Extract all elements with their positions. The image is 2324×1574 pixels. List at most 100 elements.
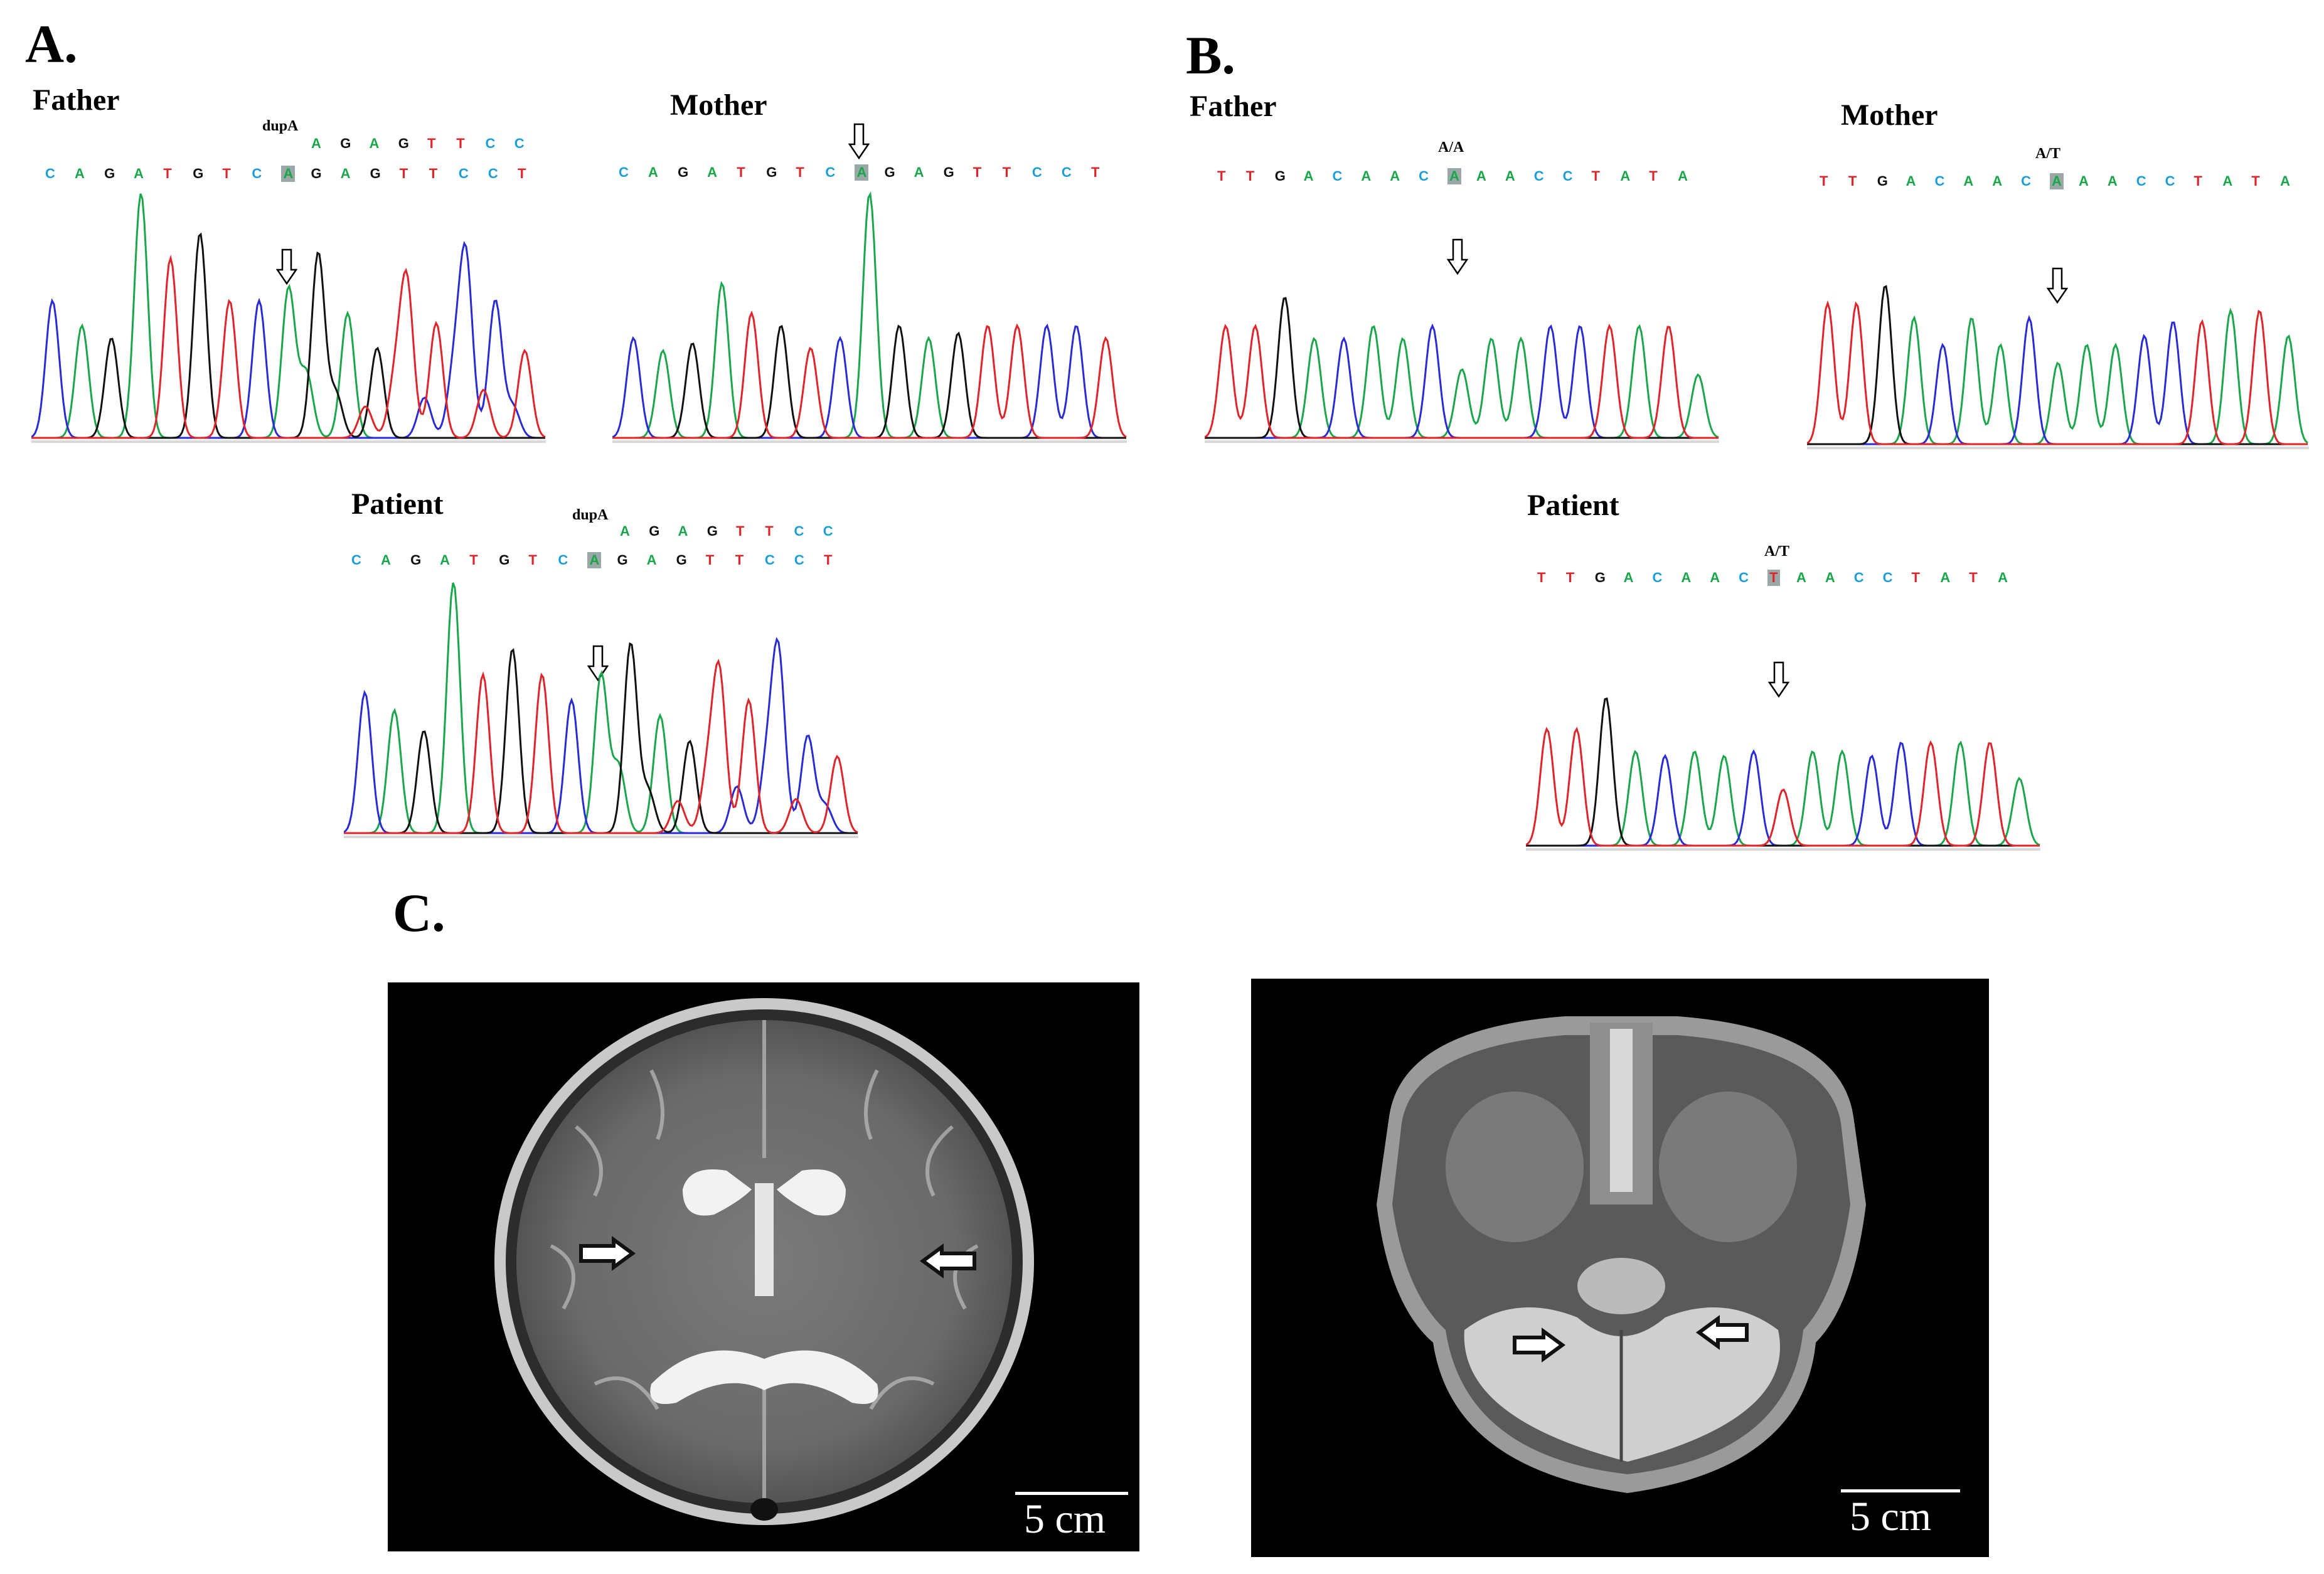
base-call: G	[706, 523, 718, 539]
b-patient-chromatogram	[1526, 697, 2040, 851]
base-call: G	[340, 136, 351, 151]
base-call: C	[2136, 173, 2146, 189]
base-call: A	[1796, 570, 1806, 585]
base-call: A	[1710, 570, 1720, 585]
base-call: A	[1906, 173, 1916, 189]
base-call: C	[458, 166, 469, 181]
base-call: A	[620, 523, 630, 539]
base-call: A	[678, 523, 688, 539]
base-call: C	[1562, 168, 1573, 184]
base-call: A	[281, 166, 296, 182]
trace-g	[612, 324, 1126, 439]
base-call: C	[252, 166, 262, 181]
base-call: C	[1853, 570, 1864, 585]
mri-right-scale-label: 5 cm	[1850, 1494, 1932, 1539]
base-call: G	[104, 166, 115, 181]
base-call: A	[440, 552, 450, 568]
trace-g	[1205, 297, 1719, 439]
base-call: G	[1594, 570, 1606, 585]
a-patient-annotation: dupA	[572, 507, 609, 523]
base-call: A	[2222, 173, 2233, 189]
panel-a-label: A.	[25, 14, 78, 74]
base-call: G	[499, 552, 510, 568]
base-call: G	[193, 166, 204, 181]
trace-c	[1526, 742, 2040, 847]
a-father-title: Father	[33, 83, 120, 117]
base-call: A	[1620, 168, 1631, 184]
b-mother-arrow-icon	[2047, 267, 2068, 304]
trace-c	[31, 241, 545, 439]
base-call: C	[1739, 570, 1749, 585]
base-call: C	[2165, 173, 2175, 189]
base-call: C	[558, 552, 568, 568]
base-call: C	[2021, 173, 2032, 189]
base-call: G	[617, 552, 628, 568]
base-call: T	[1090, 164, 1100, 180]
base-call: A	[381, 552, 391, 568]
base-call: G	[1274, 168, 1286, 184]
base-call: C	[764, 552, 775, 568]
base-call: A	[1303, 168, 1314, 184]
trace-t	[1205, 323, 1719, 439]
base-call: T	[163, 166, 172, 181]
trace-c	[1807, 315, 2308, 445]
base-call: G	[410, 552, 422, 568]
base-call: G	[766, 164, 777, 180]
base-call: T	[736, 523, 745, 539]
base-call: T	[1217, 168, 1226, 184]
base-call: T	[1820, 173, 1828, 189]
base-call: C	[1533, 168, 1544, 184]
base-call: G	[676, 552, 687, 568]
base-call: A	[1992, 173, 2003, 189]
base-call: G	[678, 164, 689, 180]
base-call: G	[311, 166, 322, 181]
base-call: A	[2078, 173, 2089, 189]
base-call: C	[1061, 164, 1072, 180]
panel-b-label: B.	[1186, 25, 1235, 85]
base-call: T	[222, 166, 231, 181]
base-call: T	[1911, 570, 1920, 585]
b-father-arrow-icon	[1447, 238, 1468, 275]
base-call: A	[340, 166, 351, 181]
base-call: T	[1969, 570, 1978, 585]
trace-t	[31, 254, 546, 439]
base-call: G	[649, 523, 660, 539]
base-call: A	[1390, 168, 1400, 184]
base-call: T	[737, 164, 745, 180]
b-mother-annotation: A/T	[2035, 146, 2061, 162]
base-call: A	[707, 164, 718, 180]
base-call: T	[469, 552, 478, 568]
trace-c	[344, 637, 858, 834]
trace-c	[612, 323, 1126, 439]
base-call: A	[1623, 570, 1634, 585]
trace-t	[612, 310, 1127, 439]
base-call: C	[1882, 570, 1893, 585]
base-call: A	[1681, 570, 1692, 585]
base-call: T	[973, 164, 982, 180]
base-call: G	[398, 136, 409, 151]
base-call: T	[705, 552, 715, 568]
base-call: T	[456, 136, 465, 151]
mri-axial-cerebrum-image	[388, 982, 1139, 1551]
base-call: C	[619, 164, 629, 180]
a-mother-chromatogram	[612, 191, 1127, 443]
trace-a	[1526, 740, 2040, 847]
trace-a	[612, 191, 1126, 439]
base-call: C	[351, 552, 361, 568]
a-mother-title: Mother	[670, 88, 767, 122]
base-call: A	[2107, 173, 2118, 189]
base-call: C	[514, 136, 525, 151]
base-call: A	[1476, 168, 1486, 184]
base-call: T	[427, 136, 436, 151]
mri-left-scale-bar	[1015, 1492, 1128, 1495]
mri-left-scale-label: 5 cm	[1024, 1496, 1106, 1542]
base-call: T	[823, 552, 833, 568]
b-father-title: Father	[1190, 90, 1277, 123]
base-call: C	[45, 166, 55, 181]
base-call: A	[369, 136, 380, 151]
base-call: A	[2280, 173, 2290, 189]
base-call: T	[2251, 173, 2260, 189]
